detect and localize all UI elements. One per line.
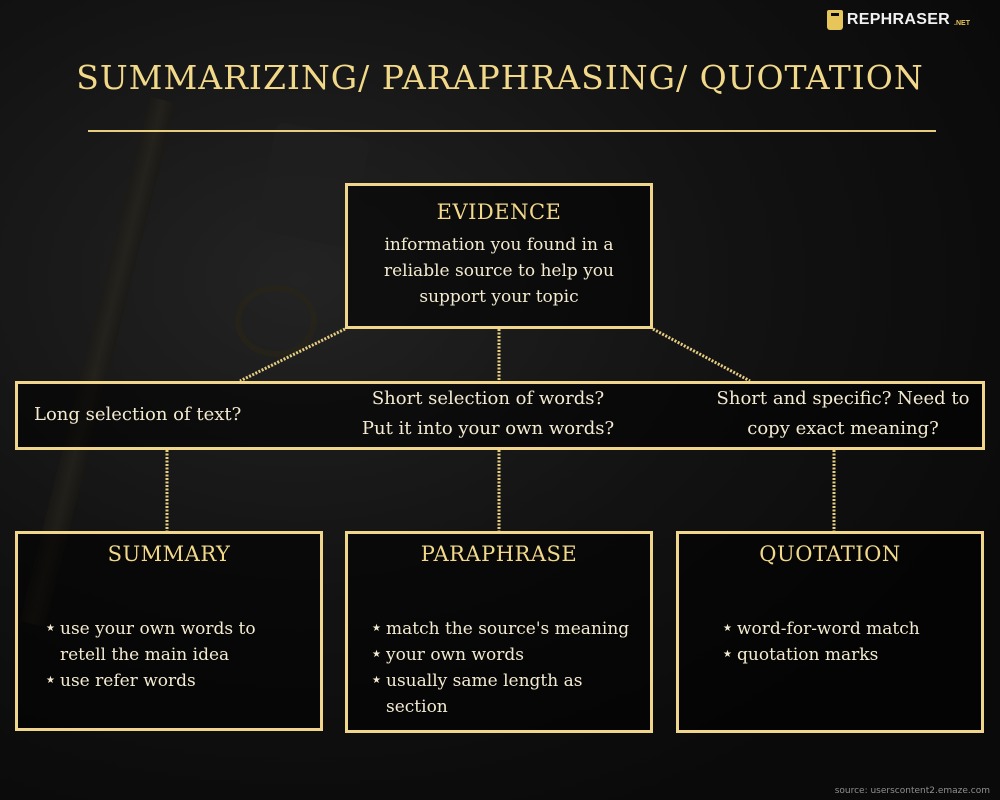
star-bullet-icon: ★	[372, 675, 381, 686]
connector-evidence-left	[239, 327, 346, 383]
star-bullet-icon: ★	[46, 675, 55, 686]
quotation-list: ★word-for-word match ★quotation marks	[723, 616, 973, 668]
paraphrase-card: PARAPHRASE ★match the source's meaning ★…	[345, 531, 653, 733]
question-short-selection: Short selection of words? Put it into yo…	[343, 384, 633, 444]
evidence-heading: EVIDENCE	[436, 200, 562, 224]
list-item: ★word-for-word match	[723, 616, 973, 642]
summary-heading: SUMMARY	[107, 542, 231, 566]
page-title: SUMMARIZING/ PARAPHRASING/ QUOTATION	[76, 58, 924, 97]
question-exact-meaning-line1: Short and specific? Need to	[716, 388, 970, 409]
source-credit: source: userscontent2.emaze.com	[834, 786, 990, 796]
summary-card: SUMMARY ★use your own words to retell th…	[15, 531, 323, 731]
connector-evidence-right	[652, 327, 751, 383]
star-bullet-icon: ★	[723, 649, 732, 660]
brand-suffix: .NET	[954, 20, 970, 27]
summary-list: ★use your own words to retell the main i…	[46, 616, 306, 694]
question-long-selection: Long selection of text?	[34, 404, 242, 425]
quotation-heading: QUOTATION	[759, 542, 901, 566]
evidence-description: information you found in a reliable sour…	[384, 235, 614, 307]
question-exact-meaning: Short and specific? Need to copy exact m…	[708, 384, 978, 444]
paraphrase-list: ★match the source's meaning ★your own wo…	[372, 616, 642, 720]
background-shaving	[235, 285, 317, 357]
questions-bar: Long selection of text? Short selection …	[15, 381, 985, 450]
list-item: ★usually same length as section	[372, 668, 642, 720]
list-item: ★match the source's meaning	[372, 616, 642, 642]
brand-name: REPHRASER	[846, 11, 951, 28]
quotation-card: QUOTATION ★word-for-word match ★quotatio…	[676, 531, 984, 733]
question-short-selection-line2: Put it into your own words?	[361, 418, 615, 439]
question-short-selection-line1: Short selection of words?	[371, 388, 605, 409]
star-bullet-icon: ★	[372, 623, 381, 634]
star-bullet-icon: ★	[372, 649, 381, 660]
shield-logo-icon	[826, 10, 843, 30]
star-bullet-icon: ★	[46, 623, 55, 634]
paraphrase-heading: PARAPHRASE	[420, 542, 578, 566]
list-item: ★your own words	[372, 642, 642, 668]
evidence-box: EVIDENCE information you found in a reli…	[345, 183, 653, 329]
title-divider	[88, 130, 936, 132]
brand-logo: REPHRASER .NET	[826, 10, 970, 30]
question-exact-meaning-line2: copy exact meaning?	[747, 418, 939, 439]
list-item: ★quotation marks	[723, 642, 973, 668]
list-item: ★use your own words to retell the main i…	[46, 616, 306, 668]
list-item: ★use refer words	[46, 668, 306, 694]
star-bullet-icon: ★	[723, 623, 732, 634]
